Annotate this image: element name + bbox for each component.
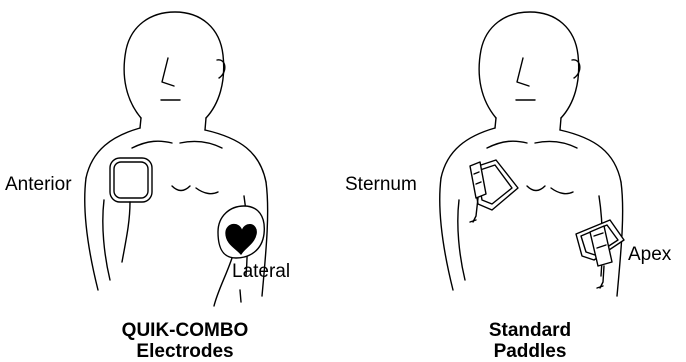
apex-paddle xyxy=(576,220,624,288)
right-caption-line1: Standard xyxy=(430,320,630,341)
anterior-label: Anterior xyxy=(5,175,72,194)
right-caption: Standard Paddles xyxy=(430,320,630,362)
left-caption: QUIK-COMBO Electrodes xyxy=(85,320,285,362)
anterior-electrode-pad xyxy=(110,158,152,262)
lateral-label: Lateral xyxy=(232,262,290,281)
left-torso-outline xyxy=(85,12,268,302)
left-caption-line1: QUIK-COMBO xyxy=(85,320,285,341)
right-caption-line2: Paddles xyxy=(430,341,630,362)
apex-label: Apex xyxy=(628,245,671,264)
lateral-electrode-pad xyxy=(214,206,264,306)
sternum-label: Sternum xyxy=(345,175,417,194)
left-caption-line2: Electrodes xyxy=(85,341,285,362)
sternum-paddle xyxy=(470,160,518,222)
